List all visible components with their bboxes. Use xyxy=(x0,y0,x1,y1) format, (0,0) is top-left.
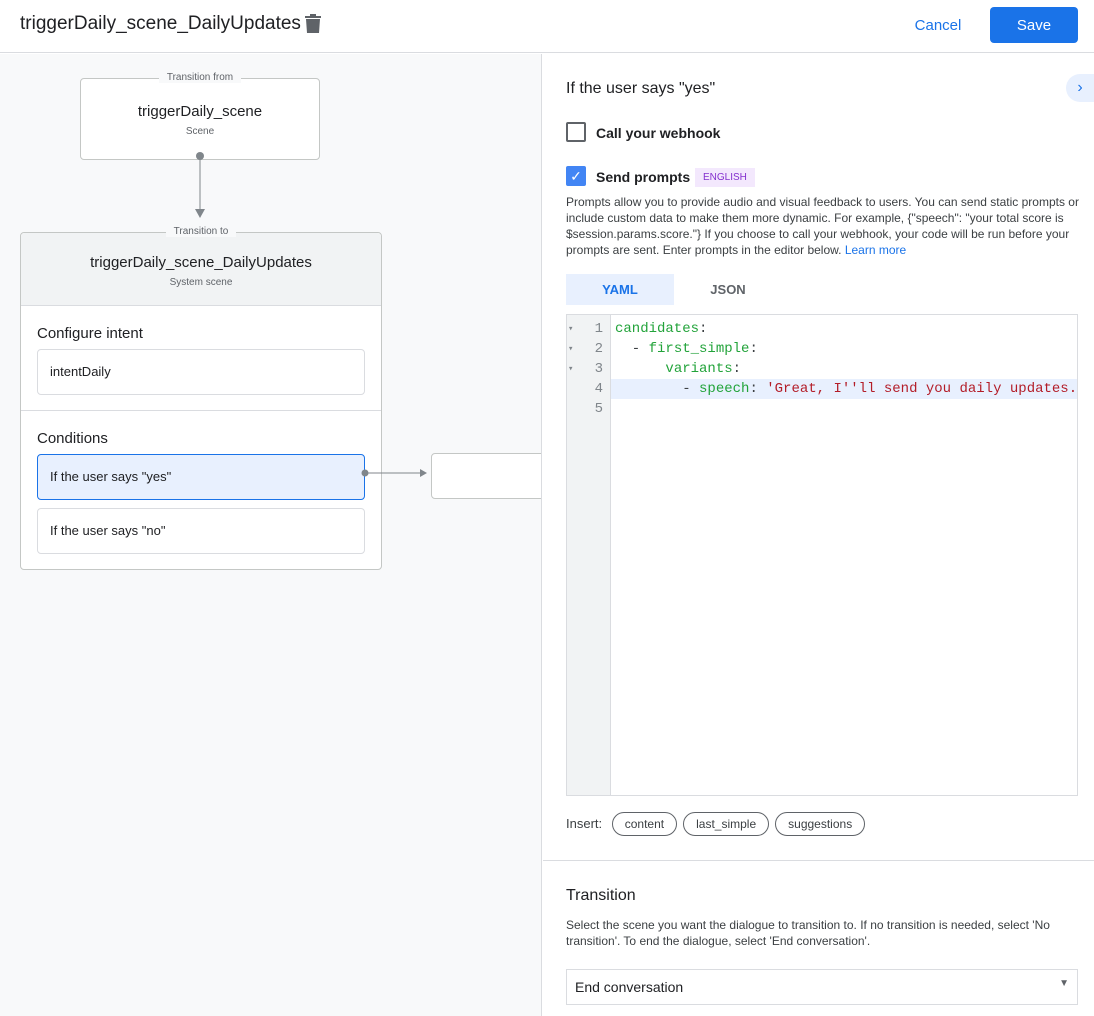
yaml-key: candidates xyxy=(615,321,700,337)
tab-json[interactable]: JSON xyxy=(710,282,746,297)
line-number: 3 xyxy=(594,361,603,377)
active-line-highlight xyxy=(611,379,1077,399)
panel-heading: If the user says "yes" xyxy=(566,80,716,97)
yaml-colon: : xyxy=(749,341,758,357)
transition-from-node[interactable]: Transition from triggerDaily_scene Scene xyxy=(80,72,320,160)
transition-from-legend: Transition from xyxy=(158,72,242,83)
line-number: 1 xyxy=(594,321,603,337)
condition-connector xyxy=(361,469,427,477)
to-scene-type: System scene xyxy=(169,277,233,288)
transition-to-node: Transition to triggerDaily_scene_DailyUp… xyxy=(20,226,382,570)
connector-arrow xyxy=(195,152,205,218)
code-indent: - xyxy=(615,381,700,397)
divider xyxy=(21,410,381,411)
code-indent: - xyxy=(615,341,649,357)
code-line: candidates: xyxy=(615,319,707,339)
fold-icons[interactable]: ▾▾▾ xyxy=(568,324,574,374)
divider xyxy=(543,860,1094,861)
insert-label: Insert: xyxy=(566,816,603,831)
configure-intent-heading: Configure intent xyxy=(37,325,143,342)
yaml-key: variants xyxy=(665,361,733,377)
code-line: variants: xyxy=(615,359,741,379)
conditions-heading: Conditions xyxy=(37,430,108,447)
learn-more-link[interactable]: Learn more xyxy=(844,243,907,257)
code-line: - speech: 'Great, I''ll send you daily u… xyxy=(615,379,1077,399)
webhook-checkbox[interactable] xyxy=(566,122,586,142)
prompts-description: Prompts allow you to provide audio and v… xyxy=(566,195,1079,257)
insert-chip-last-simple[interactable]: last_simple xyxy=(683,812,770,836)
language-badge: ENGLISH xyxy=(695,168,755,187)
intent-item[interactable]: intentDaily xyxy=(37,349,365,395)
condition-no[interactable]: If the user says "no" xyxy=(37,508,365,554)
code-editor[interactable]: ▾▾▾ 1 candidates: 2 - first_simple: 3 vari… xyxy=(566,314,1078,796)
cancel-button[interactable]: Cancel xyxy=(904,8,972,42)
yaml-key: speech xyxy=(699,381,750,397)
code-indent xyxy=(615,361,665,377)
from-scene-type: Scene xyxy=(185,126,215,137)
save-button[interactable]: Save xyxy=(990,7,1078,43)
chevron-right-icon[interactable]: › xyxy=(1066,74,1094,102)
line-number: 4 xyxy=(594,381,603,397)
to-scene-name: triggerDaily_scene_DailyUpdates xyxy=(90,254,312,271)
insert-chip-suggestions[interactable]: suggestions xyxy=(775,812,866,836)
yaml-colon: : xyxy=(732,361,742,377)
code-line: - first_simple: xyxy=(615,339,758,359)
header-bar: triggerDaily_scene_DailyUpdates Cancel S… xyxy=(0,0,1094,53)
send-prompts-label: Send prompts xyxy=(596,169,691,185)
yaml-value: 'Great, I''ll send you daily updates. xyxy=(766,381,1078,397)
page-title: triggerDaily_scene_DailyUpdates xyxy=(20,13,301,34)
line-number: 5 xyxy=(594,401,603,417)
from-scene-name: triggerDaily_scene xyxy=(137,103,263,120)
empty-target-node[interactable] xyxy=(431,453,541,499)
send-prompts-checkbox[interactable]: ✓ xyxy=(566,166,586,186)
webhook-label: Call your webhook xyxy=(596,125,721,141)
transition-to-legend: Transition to xyxy=(165,226,237,237)
yaml-colon: : xyxy=(699,321,708,337)
transition-heading: Transition xyxy=(566,887,636,904)
line-number: 2 xyxy=(594,341,603,357)
flow-canvas: Transition from triggerDaily_scene Scene… xyxy=(0,54,542,1016)
yaml-colon: : xyxy=(749,381,767,397)
editor-gutter xyxy=(567,315,611,795)
details-panel: › If the user says "yes" Call your webho… xyxy=(543,54,1094,1016)
insert-chip-content[interactable]: content xyxy=(611,812,678,836)
dropdown-arrow-icon: ▼ xyxy=(1059,978,1069,989)
yaml-key: first_simple xyxy=(648,341,750,357)
condition-yes[interactable]: If the user says "yes" xyxy=(37,454,365,500)
transition-select[interactable]: End conversation ▼ xyxy=(566,969,1078,1005)
tab-yaml[interactable]: YAML xyxy=(566,274,674,305)
trash-icon[interactable] xyxy=(304,14,322,34)
transition-description: Select the scene you want the dialogue t… xyxy=(566,918,1050,948)
transition-select-value: End conversation xyxy=(575,979,684,995)
